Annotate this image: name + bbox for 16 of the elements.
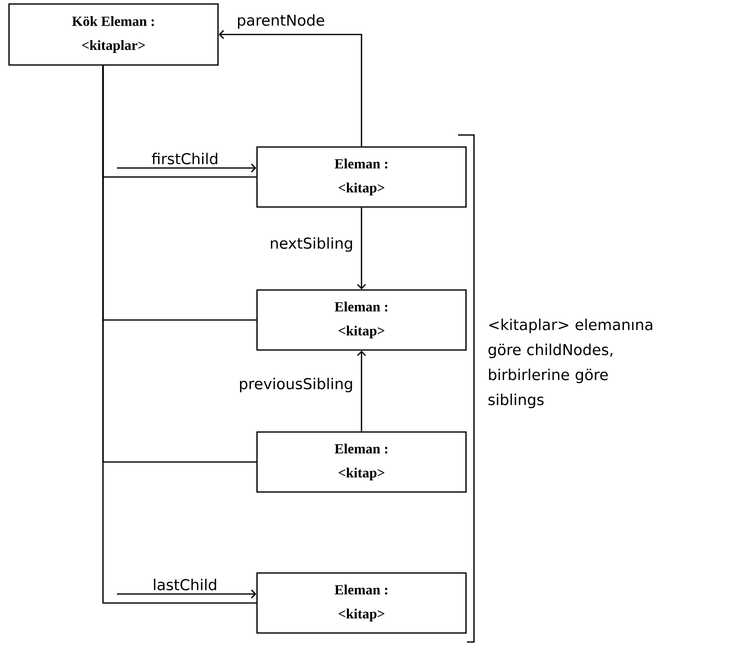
edge-label: lastChild bbox=[152, 578, 218, 592]
arrow bbox=[357, 208, 366, 290]
edge-label: firstChild bbox=[150, 152, 220, 166]
note-text: <kitaplar> elemanına göre childNodes, birbirlerine göre siblings bbox=[488, 318, 652, 408]
element-box: Eleman : <kitap> bbox=[256, 572, 467, 634]
arrow bbox=[218, 30, 362, 146]
element-box: Eleman : <kitap> bbox=[256, 431, 467, 493]
arrow bbox=[357, 350, 366, 432]
edge-label: nextSibling bbox=[268, 236, 354, 253]
element-box: Eleman : <kitap> bbox=[256, 289, 467, 351]
element-box: Eleman : <kitap> bbox=[256, 146, 467, 208]
edge-label: previousSibling bbox=[238, 376, 354, 394]
edge-label: parentNode bbox=[236, 13, 326, 30]
arrow bbox=[117, 590, 256, 598]
element-box: Kök Eleman : <kitaplar> bbox=[8, 3, 219, 66]
arrow bbox=[117, 164, 256, 172]
